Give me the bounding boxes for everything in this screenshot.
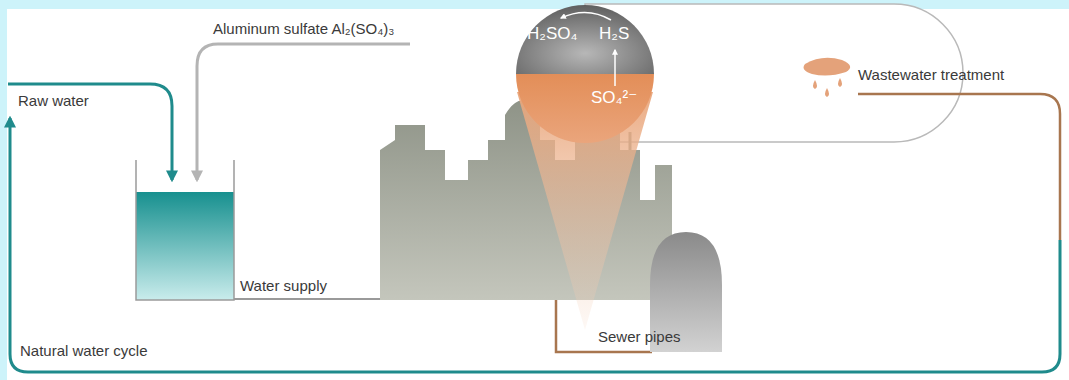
sewage <box>516 74 654 143</box>
chemical-formula: H₂SO₄ <box>527 24 577 44</box>
label: Aluminum sulfate Al₂(SO₄)₃ <box>213 20 394 38</box>
oxidation-arrow <box>561 12 611 20</box>
water <box>136 192 234 300</box>
label: Water supply <box>240 277 327 295</box>
supply-pipe <box>234 298 382 300</box>
wastewater-line <box>858 94 1060 240</box>
pipe-cross-section: H₂SO₄ H₂S SO₄²⁻ <box>515 4 655 144</box>
release-arrow <box>614 50 616 86</box>
chemical-formula: H₂S <box>599 24 629 44</box>
tank <box>136 160 234 300</box>
label: Natural water cycle <box>20 342 148 360</box>
natural-cycle-line <box>10 118 1060 372</box>
chemical-formula: SO₄²⁻ <box>591 88 637 108</box>
label: Sewer pipes <box>598 328 681 346</box>
corrosion-flake <box>804 58 851 76</box>
raw-water-arrow <box>8 84 172 180</box>
label: Raw water <box>18 92 89 110</box>
gas-space <box>516 5 654 74</box>
drops <box>813 78 842 97</box>
dosing-arrow <box>197 44 410 180</box>
label: Wastewater treatment <box>858 66 1004 84</box>
